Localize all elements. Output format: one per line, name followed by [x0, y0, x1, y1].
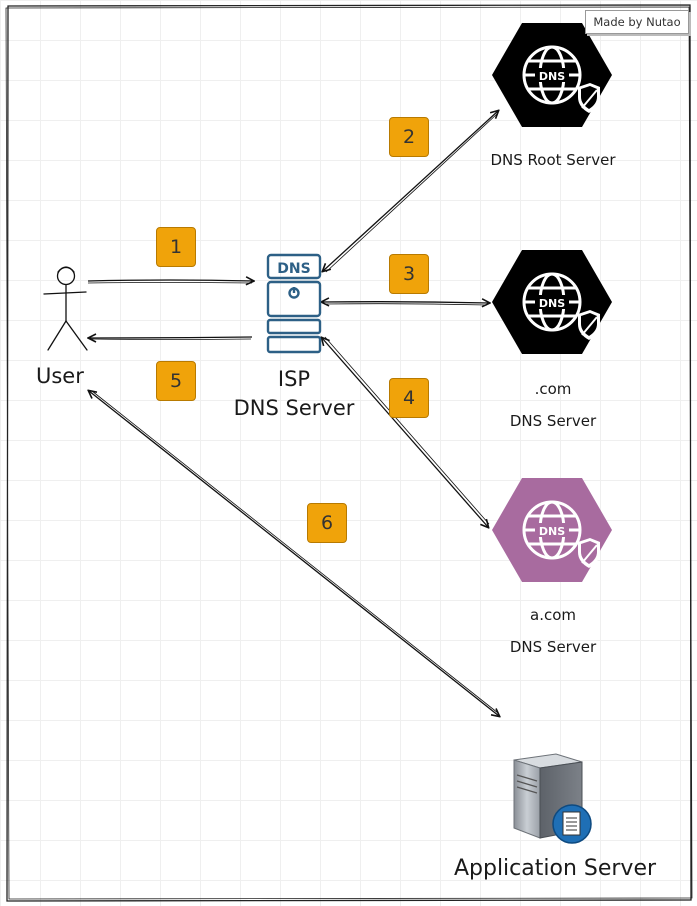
isp-icon-text: DNS — [277, 261, 310, 277]
com-server-label-line2: DNS Server — [509, 412, 597, 430]
root-icon-text: DNS — [539, 70, 565, 83]
watermark: Made by Nutao — [585, 10, 689, 34]
arrow-step-3 — [322, 302, 489, 305]
arrow-step-2 — [323, 111, 498, 272]
outer-border — [6, 4, 692, 902]
step-badge-5: 5 — [156, 361, 196, 401]
acom-dns-server-icon: DNS — [492, 478, 612, 582]
arrow-step-1 — [87, 280, 253, 283]
application-server-icon — [513, 753, 592, 844]
acom-server-label-line2: DNS Server — [509, 638, 597, 656]
com-server-label-line1: .com — [534, 380, 572, 398]
step-badge-1: 1 — [156, 227, 196, 267]
acom-server-label-line1: a.com — [530, 606, 576, 624]
com-icon-text: DNS — [539, 297, 565, 310]
application-server-label: Application Server — [453, 856, 657, 881]
arrow-step-5 — [89, 337, 253, 340]
step-badge-2: 2 — [389, 117, 429, 157]
arrow-step-4 — [322, 337, 489, 527]
com-dns-server-icon: DNS — [492, 250, 612, 354]
root-server-label: DNS Root Server — [490, 151, 616, 169]
isp-label-line2: DNS Server — [233, 396, 355, 420]
step-badge-4: 4 — [389, 378, 429, 418]
root-dns-server-icon: DNS — [492, 23, 612, 127]
step-badge-6: 6 — [307, 503, 347, 543]
outer-border-sketch — [5, 6, 693, 900]
isp-dns-server-icon — [266, 253, 322, 354]
isp-label-line1: ISP — [277, 367, 311, 391]
user-label: User — [36, 364, 84, 388]
acom-icon-text: DNS — [539, 525, 565, 538]
user-stick-figure-icon — [43, 266, 88, 351]
step-badge-3: 3 — [389, 254, 429, 294]
arrow-step-6 — [89, 391, 499, 716]
